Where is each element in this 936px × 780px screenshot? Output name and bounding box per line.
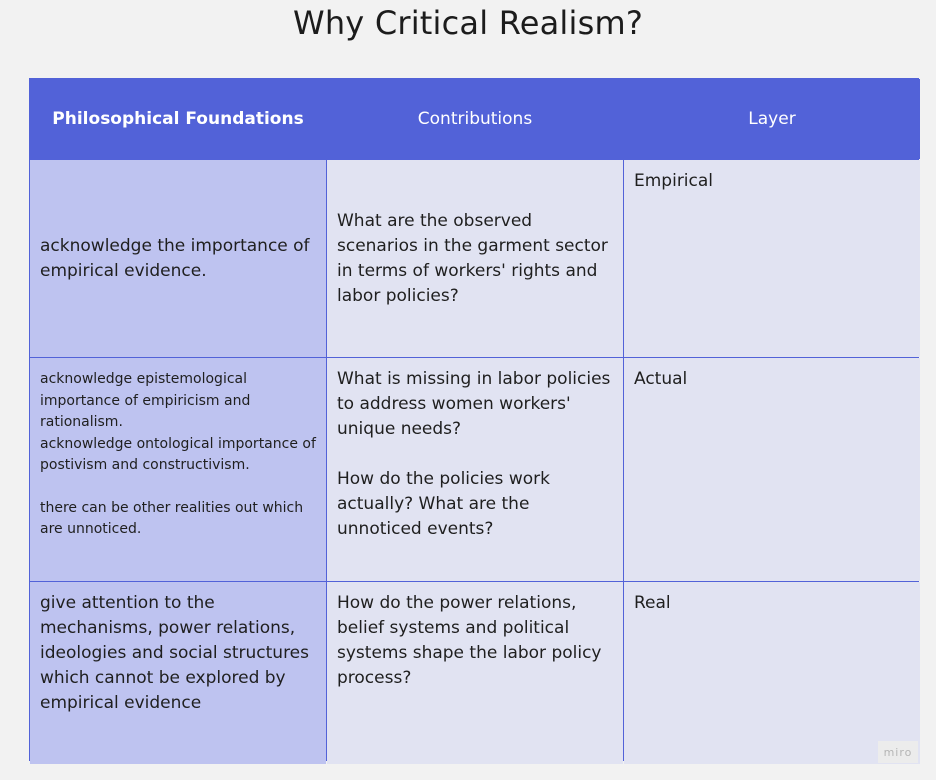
row2-layer-text: Actual — [634, 369, 688, 389]
row1-layer-text: Empirical — [634, 171, 714, 191]
header-layer[interactable]: Layer — [624, 79, 920, 159]
row1-contribution-text: What are the observed scenarios in the g… — [337, 210, 614, 306]
row2-layer-cell[interactable]: Actual — [624, 358, 920, 581]
row2-contribution-text-1: What is missing in labor policies to add… — [337, 369, 616, 439]
row2-contribution-cell[interactable]: What is missing in labor policies to add… — [327, 358, 623, 581]
row3-contribution-cell[interactable]: How do the power relations, belief syste… — [327, 582, 623, 764]
row2-contribution-text-2: How do the policies work actually? What … — [337, 469, 556, 539]
miro-watermark: miro — [878, 741, 918, 763]
row1-contribution-cell[interactable]: What are the observed scenarios in the g… — [327, 160, 623, 357]
row1-layer-cell[interactable]: Empirical — [624, 160, 920, 357]
row2-foundation-text-1: acknowledge epistemological importance o… — [40, 371, 316, 473]
row1-foundation-cell[interactable]: acknowledge the importance of empirical … — [30, 160, 326, 357]
header-philosophical-foundations[interactable]: Philosophical Foundations — [30, 79, 326, 159]
critical-realism-table[interactable]: Philosophical Foundations Contributions … — [29, 78, 920, 764]
row3-contribution-text: How do the power relations, belief syste… — [337, 593, 607, 688]
header-contributions[interactable]: Contributions — [327, 79, 623, 159]
row3-foundation-cell[interactable]: give attention to the mechanisms, power … — [30, 582, 326, 764]
row3-layer-cell[interactable]: Real — [624, 582, 920, 764]
page-title: Why Critical Realism? — [292, 4, 644, 42]
row3-foundation-text: give attention to the mechanisms, power … — [40, 593, 315, 713]
row1-foundation-text: acknowledge the importance of empirical … — [40, 235, 315, 281]
row2-foundation-cell[interactable]: acknowledge epistemological importance o… — [30, 358, 326, 581]
row2-foundation-text-2: there can be other realities out which a… — [40, 499, 308, 538]
row3-layer-text: Real — [634, 593, 671, 613]
